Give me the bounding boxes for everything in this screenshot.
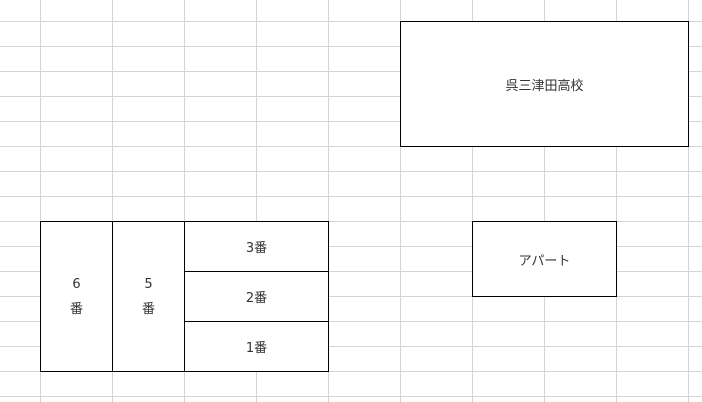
gridline-horizontal bbox=[0, 71, 702, 72]
building-1-box[interactable]: 1番 bbox=[184, 321, 329, 372]
building-2-label: 2番 bbox=[245, 291, 268, 306]
school-box[interactable]: 呉三津田高校 bbox=[400, 21, 689, 147]
gridline-horizontal bbox=[0, 246, 702, 247]
gridline-horizontal bbox=[0, 271, 702, 272]
gridline-horizontal bbox=[0, 346, 702, 347]
gridline-horizontal bbox=[0, 296, 702, 297]
gridline-vertical bbox=[256, 0, 257, 402]
apartment-label: アパート bbox=[518, 253, 571, 269]
gridline-horizontal bbox=[0, 371, 702, 372]
gridline-vertical bbox=[400, 0, 401, 402]
building-6-number: 6 bbox=[72, 276, 81, 292]
gridline-vertical bbox=[616, 0, 617, 402]
gridline-vertical bbox=[544, 0, 545, 402]
gridline-horizontal bbox=[0, 221, 702, 222]
school-label: 呉三津田高校 bbox=[505, 78, 584, 94]
gridline-horizontal bbox=[0, 46, 702, 47]
apartment-box[interactable]: アパート bbox=[472, 221, 617, 297]
gridline-horizontal bbox=[0, 21, 702, 22]
gridline-vertical bbox=[472, 0, 473, 402]
building-5-suffix: 番 bbox=[141, 301, 155, 317]
building-3-box[interactable]: 3番 bbox=[184, 221, 329, 272]
gridline-vertical bbox=[112, 0, 113, 402]
building-5-number: 5 bbox=[144, 276, 153, 292]
gridline-horizontal bbox=[0, 96, 702, 97]
building-6-suffix: 番 bbox=[69, 301, 83, 317]
gridline-vertical bbox=[184, 0, 185, 402]
building-2-box[interactable]: 2番 bbox=[184, 271, 329, 322]
building-1-label: 1番 bbox=[245, 341, 268, 356]
gridline-vertical bbox=[328, 0, 329, 402]
gridline-vertical bbox=[688, 0, 689, 402]
gridline-horizontal bbox=[0, 146, 702, 147]
building-3-label: 3番 bbox=[245, 241, 268, 256]
gridline-horizontal bbox=[0, 396, 702, 397]
gridline-horizontal bbox=[0, 196, 702, 197]
gridline-horizontal bbox=[0, 171, 702, 172]
gridline-vertical bbox=[40, 0, 41, 402]
gridline-horizontal bbox=[0, 321, 702, 322]
gridline-horizontal bbox=[0, 121, 702, 122]
building-6-box[interactable]: 6 番 bbox=[40, 221, 113, 372]
building-5-box[interactable]: 5 番 bbox=[112, 221, 185, 372]
